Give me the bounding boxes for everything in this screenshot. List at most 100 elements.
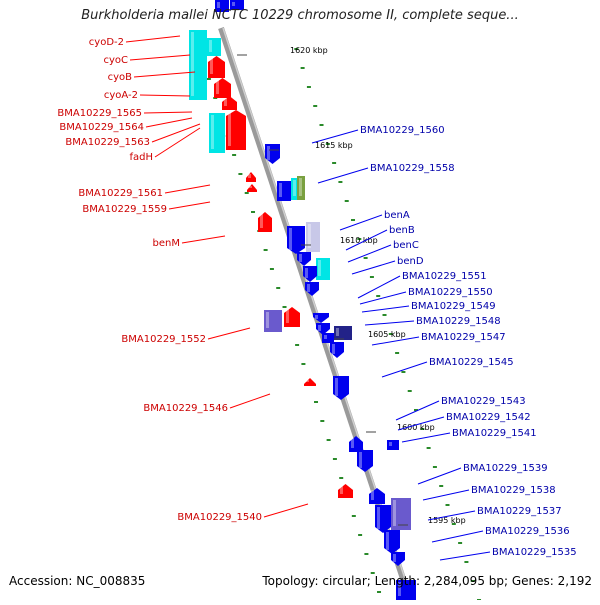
gene-feature	[305, 282, 319, 296]
gene-feature	[226, 110, 246, 150]
gene-feature	[396, 580, 416, 600]
gene-feature	[297, 176, 305, 200]
gc-dash	[357, 238, 362, 240]
minus-label-leader	[145, 117, 193, 128]
gc-dash	[470, 580, 475, 582]
gc-dash	[326, 439, 331, 441]
gc-dash	[439, 485, 444, 487]
gene-feature	[264, 310, 282, 332]
plus-label-leader	[311, 129, 359, 144]
plus-gene-label: BMA10229_1560	[360, 125, 445, 136]
plus-gene-label: BMA10229_1536	[485, 526, 570, 537]
gene-feature	[297, 252, 311, 266]
gene-labels: cyoD-2cyoCcyoBcyoA-2BMA10229_1565BMA1022…	[57, 37, 576, 558]
gene-feature	[189, 30, 207, 100]
gc-dash	[420, 428, 425, 430]
gc-dash	[263, 249, 268, 251]
summary-text: Topology: circular; Length: 2,284,095 bp…	[262, 574, 592, 588]
gc-dash	[395, 352, 400, 354]
gc-dash	[364, 553, 369, 555]
gene-feature	[322, 333, 334, 343]
gc-dash	[276, 287, 281, 289]
gene-feature	[291, 178, 299, 200]
gene-feature	[330, 342, 344, 358]
plus-gene-label: BMA10229_1542	[446, 412, 531, 423]
scale-tick-label: 1615 kbp	[315, 141, 353, 150]
gene-feature	[391, 498, 411, 530]
minus-label-leader	[125, 35, 181, 43]
gc-dash	[238, 173, 243, 175]
gc-dash	[426, 447, 431, 449]
gene-feature	[334, 326, 352, 340]
minus-gene-label: BMA10229_1559	[82, 204, 167, 215]
minus-gene-label: BMA10229_1563	[65, 137, 150, 148]
scale-tick-label: 1600 kbp	[397, 423, 435, 432]
plus-gene-label: benA	[384, 210, 410, 221]
plus-gene-label: BMA10229_1558	[370, 163, 455, 174]
gc-dash	[319, 124, 324, 126]
minus-label-leader	[143, 111, 193, 114]
gc-dash	[370, 572, 375, 574]
minus-label-leader	[129, 54, 191, 61]
gc-dash	[351, 515, 356, 517]
plus-label-leader	[417, 467, 462, 485]
plus-label-leader	[395, 400, 440, 421]
minus-gene-label: cyoB	[108, 72, 133, 83]
minus-gene-label: cyoD-2	[89, 37, 124, 48]
gene-features	[189, 0, 416, 600]
gene-feature	[230, 0, 244, 10]
gc-dash	[332, 458, 337, 460]
plus-label-leader	[422, 489, 470, 501]
minus-label-leader	[133, 71, 196, 78]
gene-feature	[304, 378, 316, 386]
scale-tick-label: 1595 kbp	[428, 516, 466, 525]
plus-label-leader	[401, 432, 451, 443]
gene-feature	[333, 376, 349, 400]
plus-label-leader	[397, 416, 445, 431]
scale-tick-label: 1610 kbp	[340, 236, 378, 245]
gc-dash	[320, 420, 325, 422]
gc-dash	[388, 333, 393, 335]
gc-dash	[376, 295, 381, 297]
gc-dash	[251, 211, 256, 213]
minus-gene-label: fadH	[129, 152, 153, 163]
plus-gene-label: BMA10229_1539	[463, 463, 548, 474]
plus-label-leader	[359, 291, 407, 305]
gc-dash	[351, 219, 356, 221]
gene-feature	[313, 313, 329, 323]
minus-gene-label: BMA10229_1552	[121, 334, 206, 345]
gc-dash	[369, 276, 374, 278]
plus-gene-label: BMA10229_1545	[429, 357, 514, 368]
gene-feature	[247, 184, 257, 192]
plus-gene-label: BMA10229_1535	[492, 547, 577, 558]
gene-feature	[303, 266, 317, 282]
plus-gene-label: BMA10229_1537	[477, 506, 562, 517]
minus-label-leader	[168, 201, 211, 210]
gc-dash	[232, 154, 237, 156]
plus-gene-label: BMA10229_1541	[452, 428, 537, 439]
plus-label-leader	[345, 229, 388, 251]
plus-label-leader	[381, 361, 428, 378]
gc-dash	[313, 105, 318, 107]
gene-feature	[369, 488, 385, 504]
gc-dash	[344, 200, 349, 202]
gc-dash	[325, 143, 330, 145]
plus-label-leader	[361, 305, 410, 313]
minus-label-leader	[181, 235, 226, 244]
gc-dash	[338, 181, 343, 183]
gene-feature	[391, 552, 405, 566]
plus-gene-label: BMA10229_1550	[408, 287, 493, 298]
gc-dash	[269, 268, 274, 270]
minus-gene-label: cyoA-2	[104, 90, 138, 101]
gc-dash	[244, 192, 249, 194]
gc-dash	[363, 257, 368, 259]
plus-gene-label: BMA10229_1548	[416, 316, 501, 327]
gene-feature	[208, 56, 225, 78]
scale-tick-label: 1620 kbp	[290, 46, 328, 55]
label-leader-lines	[125, 35, 491, 561]
gene-feature	[338, 484, 353, 498]
gene-feature	[316, 258, 330, 280]
gene-feature	[375, 505, 391, 533]
gene-feature	[207, 38, 221, 56]
